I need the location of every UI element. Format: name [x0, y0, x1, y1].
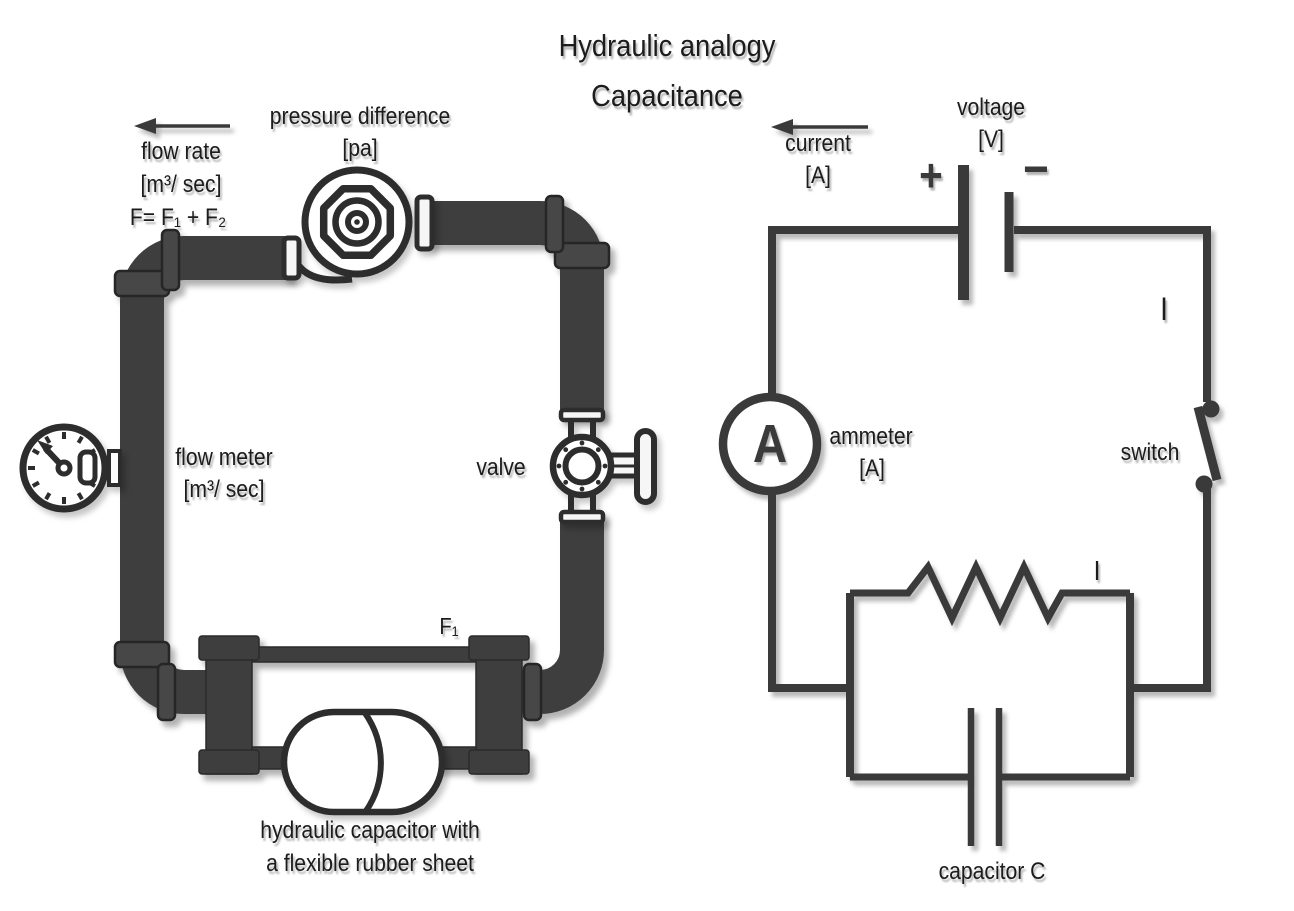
gauge-needle-tip: [37, 440, 53, 454]
tee-fitting-right-cap-top: [468, 635, 530, 661]
branch-flow-f1-label: F₁: [439, 613, 459, 639]
capacitor-shell: [280, 708, 446, 816]
current-label: current: [785, 130, 851, 157]
pipe-fittings: [198, 635, 530, 775]
electric-circuit: [718, 165, 1222, 846]
ammeter-symbol: A: [752, 414, 788, 474]
pipe-left-run: [120, 236, 292, 714]
pipe-bottom-right-run: [512, 513, 604, 714]
pump-icon: [281, 166, 435, 284]
resistor-icon: [850, 558, 1130, 627]
flow-rate-units-label: [m³/ sec]: [140, 171, 222, 198]
flow-meter-label: flow meter: [175, 444, 273, 471]
gauge-window: [77, 449, 98, 486]
pump-inlet-flange: [281, 235, 302, 281]
hydraulic-capacitor-label-line2: a flexible rubber sheet: [266, 850, 474, 877]
wire-right-lower: [1127, 489, 1211, 692]
voltage-label: voltage: [956, 94, 1026, 121]
pipe-network: [113, 194, 611, 775]
valve-flange-top: [558, 407, 606, 423]
ammeter-units-label: [A]: [859, 455, 885, 482]
tee-fitting-left-cap-top: [198, 635, 260, 661]
arrowhead-left-icon: [771, 119, 793, 135]
ammeter-icon: [718, 392, 822, 496]
pipe-collar: [156, 662, 177, 722]
hydraulic-capacitor-label-line1: hydraulic capacitor with: [260, 817, 480, 844]
tee-fitting-right-cap-bottom: [468, 749, 530, 775]
switch-pivot-bottom: [1195, 475, 1213, 493]
flow-meter-gauge-icon: [19, 423, 122, 513]
valve-label: valve: [476, 454, 526, 481]
ammeter-label: ammeter: [829, 423, 913, 450]
valve-icon: [549, 407, 657, 525]
branch-pipe-f1: [247, 646, 481, 663]
pump-outlet-flange: [414, 194, 435, 252]
current-mark-switch: I: [1160, 291, 1168, 327]
pipe-collar: [553, 241, 611, 270]
pipe-collar: [544, 194, 565, 254]
pump-hub-dot: [354, 219, 360, 225]
battery-icon: [958, 165, 1014, 300]
switch-icon: [1193, 400, 1222, 493]
flow-rate-label: flow rate: [141, 138, 221, 165]
flow-direction-arrow: [134, 118, 230, 134]
flow-meter-units-label: [m³/ sec]: [183, 476, 265, 503]
pressure-units-label: [pa]: [342, 135, 378, 162]
hydraulic-capacitor-icon: [280, 708, 446, 816]
capacitor-c-label: capacitor C: [938, 858, 1046, 885]
switch-lever: [1193, 405, 1222, 482]
switch-pivot-top: [1202, 400, 1220, 418]
flow-rate-formula-label: F= F₁ + F₂: [129, 204, 227, 231]
pipe-collar: [522, 662, 543, 722]
valve-flange-bottom: [558, 509, 606, 525]
battery-minus-sign: −: [1023, 141, 1049, 197]
diagram-title-line1: Hydraulic analogy: [558, 28, 776, 63]
pressure-difference-label: pressure difference: [269, 103, 451, 130]
valve-handle: [634, 428, 657, 505]
gauge-needle-hub: [55, 459, 73, 477]
voltage-units-label: [V]: [978, 126, 1004, 153]
valve-bore: [562, 446, 602, 486]
wire-right-branch: [1014, 226, 1211, 402]
pipe-collar: [113, 640, 171, 669]
tee-fitting-left-cap-bottom: [198, 749, 260, 775]
rubber-sheet-divider: [362, 711, 384, 813]
current-direction-arrow: [771, 119, 868, 135]
battery-plus-sign: +: [919, 149, 943, 201]
diagram-title-line2: Capacitance: [591, 78, 743, 113]
current-units-label: [A]: [805, 162, 831, 189]
arrowhead-left-icon: [134, 118, 156, 134]
switch-label: switch: [1120, 439, 1180, 466]
wire-left-branch: [768, 226, 958, 399]
wire-left-lower: [768, 490, 853, 692]
pipe-collar: [160, 228, 181, 292]
pipe-collars: [113, 194, 611, 722]
valve-bolts: [556, 440, 608, 492]
capacitor-icon: [967, 708, 1003, 846]
current-mark-resistor: I: [1093, 555, 1101, 586]
